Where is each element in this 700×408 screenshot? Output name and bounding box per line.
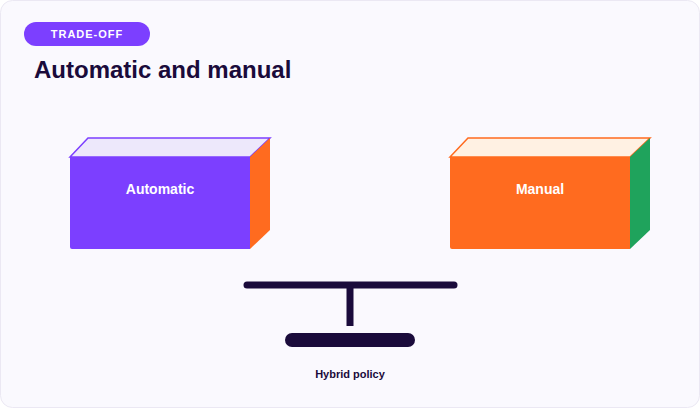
option-box: Manual <box>450 157 630 249</box>
diagram-title: Automatic and manual <box>34 57 291 83</box>
balance-post <box>347 285 354 326</box>
box-side-face <box>250 138 270 249</box>
box-label: Manual <box>516 181 564 197</box>
category-badge: TRADE-OFF <box>24 22 150 46</box>
scale-caption: Hybrid policy <box>250 367 450 381</box>
box-label: Automatic <box>126 181 194 197</box>
box-top-face <box>450 138 650 157</box>
box-top-face <box>70 138 270 157</box>
balance-base <box>292 333 408 347</box>
box-side-face <box>630 138 650 249</box>
option-box: Automatic <box>70 157 250 249</box>
badge-text: TRADE-OFF <box>51 26 124 42</box>
